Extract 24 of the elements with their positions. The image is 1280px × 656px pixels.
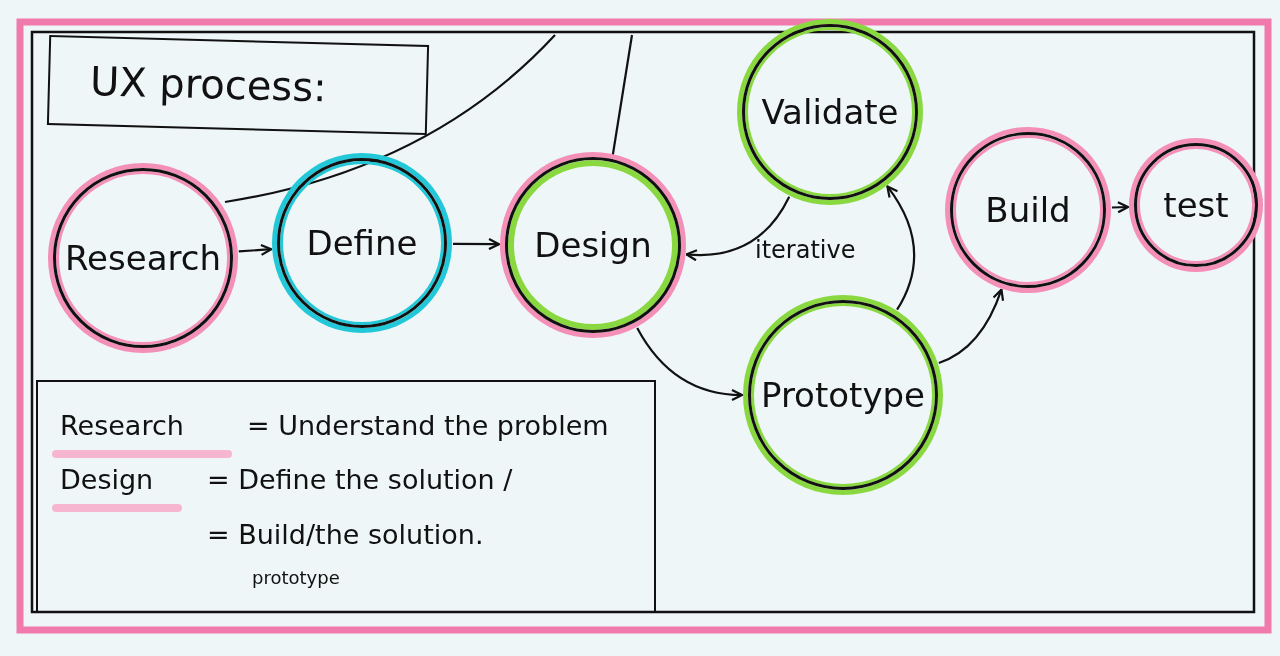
step-label: test (1163, 185, 1229, 225)
definition: = Build/the solution. (207, 519, 484, 550)
step-label: Design (534, 225, 652, 265)
title: UX process: (89, 58, 328, 111)
arrow (238, 243, 273, 256)
term: Research (60, 410, 184, 441)
arrow (938, 288, 1004, 365)
annotation: prototype (252, 567, 340, 588)
arrow (1111, 201, 1130, 214)
term: Design (60, 464, 154, 495)
arrow (636, 327, 744, 401)
title-box (46, 35, 430, 135)
arrow (886, 185, 916, 311)
arrow (453, 238, 501, 251)
definition: = Understand the problem (247, 410, 609, 441)
arrow (685, 196, 791, 261)
note: iterative (755, 236, 856, 264)
definition-box (36, 380, 656, 612)
definition: = Define the solution / (207, 464, 513, 495)
step-label: Build (985, 190, 1071, 230)
step-label: Define (306, 223, 418, 263)
step-label: Validate (761, 92, 899, 132)
step-label: Research (65, 238, 221, 278)
step-label: Prototype (761, 375, 925, 415)
